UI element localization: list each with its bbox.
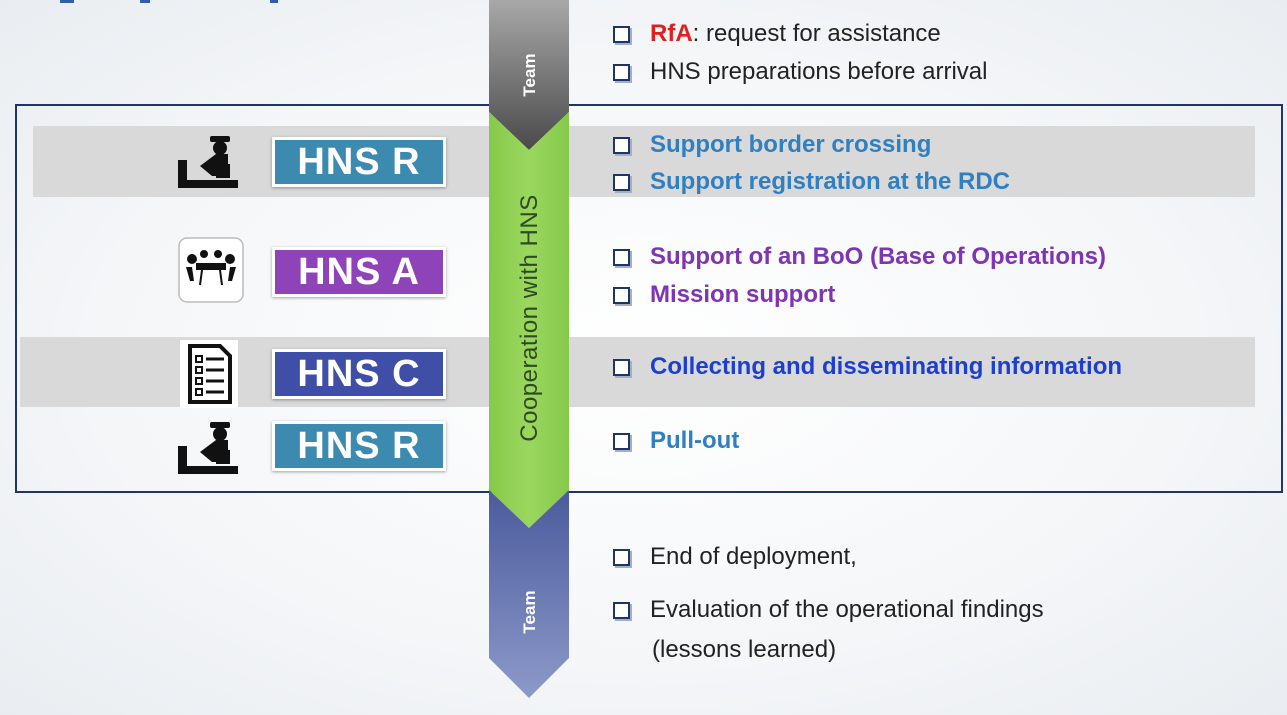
timeline-arrow	[489, 0, 569, 698]
list-item-text: Mission support	[650, 281, 836, 308]
border-officer-icon	[178, 422, 238, 474]
hns-r-pullout-label: HNS R	[272, 421, 446, 471]
timeline-bottom-label: Team	[520, 590, 539, 634]
checklist-icon	[180, 340, 238, 408]
list-item-text: Pull-out	[650, 427, 740, 454]
list-item-information: Collecting and disseminating information	[613, 353, 1122, 381]
border-officer-icon	[178, 136, 238, 188]
hns-a-label: HNS A	[272, 247, 446, 297]
evaluation-line-2: (lessons learned)	[652, 636, 837, 663]
list-item-rfa: RfA : request for assistance	[613, 20, 941, 48]
checkbox-icon	[613, 136, 630, 154]
rfa-text: : request for assistance	[692, 20, 941, 47]
hns-cooperation-frame	[15, 104, 1283, 493]
list-item-text: HNS preparations before arrival	[650, 58, 988, 85]
list-item-pull-out: Pull-out	[613, 427, 739, 455]
list-item-hns-preparations: HNS preparations before arrival	[613, 58, 988, 86]
list-item-text: Support of an BoO (Base of Operations)	[650, 243, 1107, 270]
checkbox-icon	[613, 173, 630, 191]
checkbox-icon	[613, 548, 630, 566]
rfa-emphasis: RfA	[650, 20, 693, 47]
checkbox-icon	[613, 248, 630, 266]
meeting-icon	[178, 237, 244, 303]
list-item-text: Support registration at the RDC	[650, 168, 1011, 195]
checkbox-icon	[613, 601, 630, 619]
list-item-evaluation: Evaluation of the operational findings (…	[613, 590, 1044, 670]
top-edge-fragment	[0, 0, 300, 6]
checkbox-icon	[613, 63, 630, 81]
list-item-text: Support border crossing	[650, 131, 932, 158]
list-item-text: Collecting and disseminating information	[650, 353, 1123, 380]
evaluation-line-1: Evaluation of the operational findings	[650, 596, 1044, 623]
list-item-end-deployment: End of deployment,	[613, 543, 857, 571]
list-item-text: End of deployment,	[650, 543, 857, 570]
hns-r-label: HNS R	[272, 137, 446, 187]
checkbox-icon	[613, 358, 630, 376]
list-item-border-crossing: Support border crossing	[613, 131, 931, 159]
timeline-middle-label: Cooperation with HNS	[516, 194, 543, 442]
list-item-mission-support: Mission support	[613, 281, 835, 309]
checkbox-icon	[613, 286, 630, 304]
list-item-registration-rdc: Support registration at the RDC	[613, 168, 1010, 196]
hns-c-label: HNS C	[272, 349, 446, 399]
timeline-top-label: Team	[520, 53, 539, 97]
list-item-boo-support: Support of an BoO (Base of Operations)	[613, 243, 1106, 271]
checkbox-icon	[613, 25, 630, 43]
checkbox-icon	[613, 432, 630, 450]
